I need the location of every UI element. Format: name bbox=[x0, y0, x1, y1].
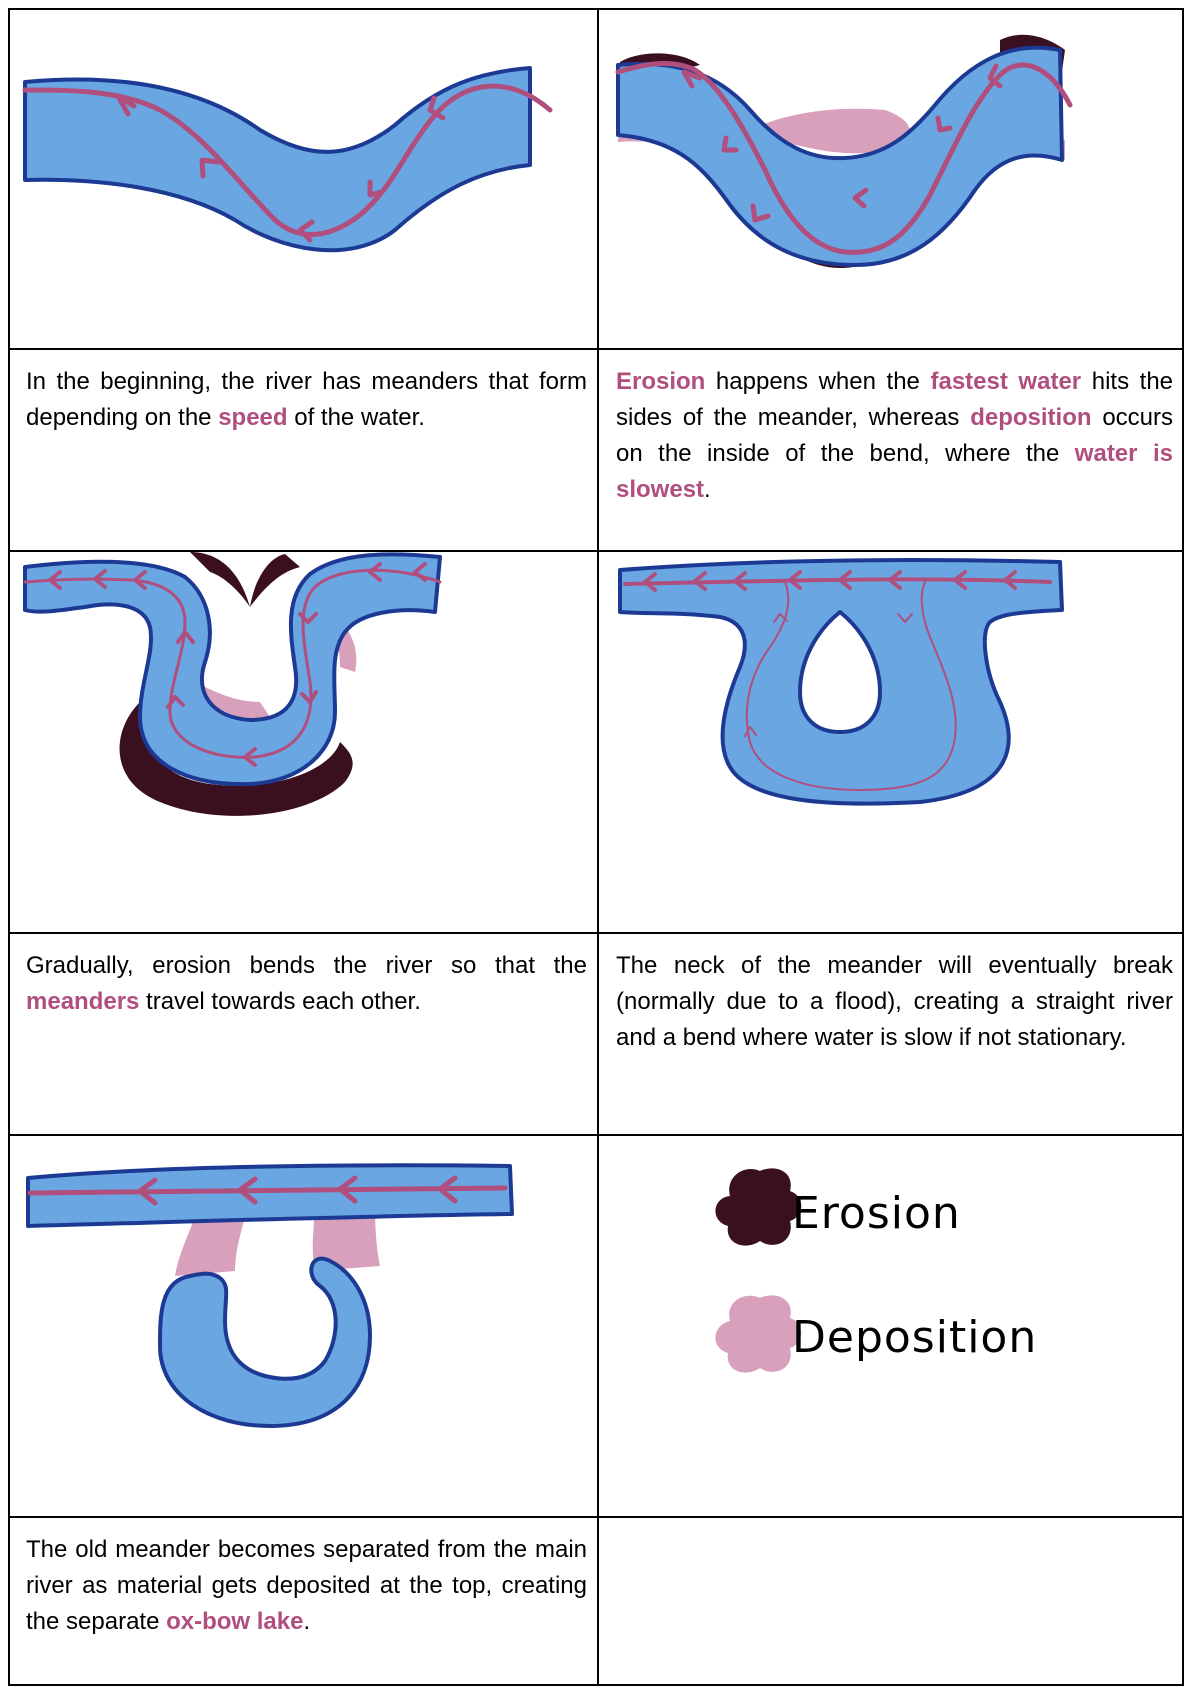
caption-text: . bbox=[704, 476, 711, 503]
empty-cell bbox=[600, 1518, 1183, 1684]
figure-oxbow-lake bbox=[10, 1136, 596, 1516]
highlight-term: speed bbox=[218, 404, 287, 431]
caption-oxbow-lake: The old meander becomes separated from t… bbox=[10, 1518, 597, 1684]
figure-neck-breaks bbox=[600, 552, 1183, 932]
river-channel bbox=[28, 1165, 512, 1226]
legend-deposition-label: Deposition bbox=[792, 1312, 1037, 1363]
highlight-term: deposition bbox=[970, 404, 1091, 431]
legend: Erosion Deposition bbox=[600, 1136, 1183, 1516]
river-channel bbox=[620, 560, 1062, 804]
caption-text: travel towards each other. bbox=[139, 988, 420, 1015]
caption-text: The neck of the meander will eventually … bbox=[616, 952, 1173, 1051]
highlight-term: fastest water bbox=[930, 368, 1081, 395]
caption-erosion-deposition: Erosion happens when the fastest water h… bbox=[600, 350, 1183, 550]
caption-text: of the water. bbox=[288, 404, 425, 431]
caption-meanders-form: In the beginning, the river has meanders… bbox=[10, 350, 597, 550]
caption-text: . bbox=[303, 1608, 310, 1635]
figure-erosion-deposition bbox=[600, 10, 1183, 348]
legend-erosion-label: Erosion bbox=[792, 1188, 961, 1239]
figure-initial-meander bbox=[10, 10, 596, 348]
caption-neck-breaks: The neck of the meander will eventually … bbox=[600, 934, 1183, 1134]
caption-text: happens when the bbox=[705, 368, 930, 395]
highlight-term: ox-bow lake bbox=[166, 1608, 303, 1635]
deposition-swatch bbox=[715, 1295, 801, 1372]
figure-meanders-converge bbox=[10, 552, 596, 932]
erosion-swatch bbox=[715, 1168, 801, 1245]
caption-meanders-converge: Gradually, erosion bends the river so th… bbox=[10, 934, 597, 1134]
highlight-term: meanders bbox=[26, 988, 139, 1015]
caption-text: Gradually, erosion bends the river so th… bbox=[26, 952, 587, 979]
legend-swatches bbox=[690, 1136, 810, 1456]
column-divider bbox=[597, 8, 599, 1686]
highlight-term: Erosion bbox=[616, 368, 705, 395]
river-channel bbox=[25, 554, 440, 784]
oxbow-lake bbox=[160, 1259, 370, 1426]
